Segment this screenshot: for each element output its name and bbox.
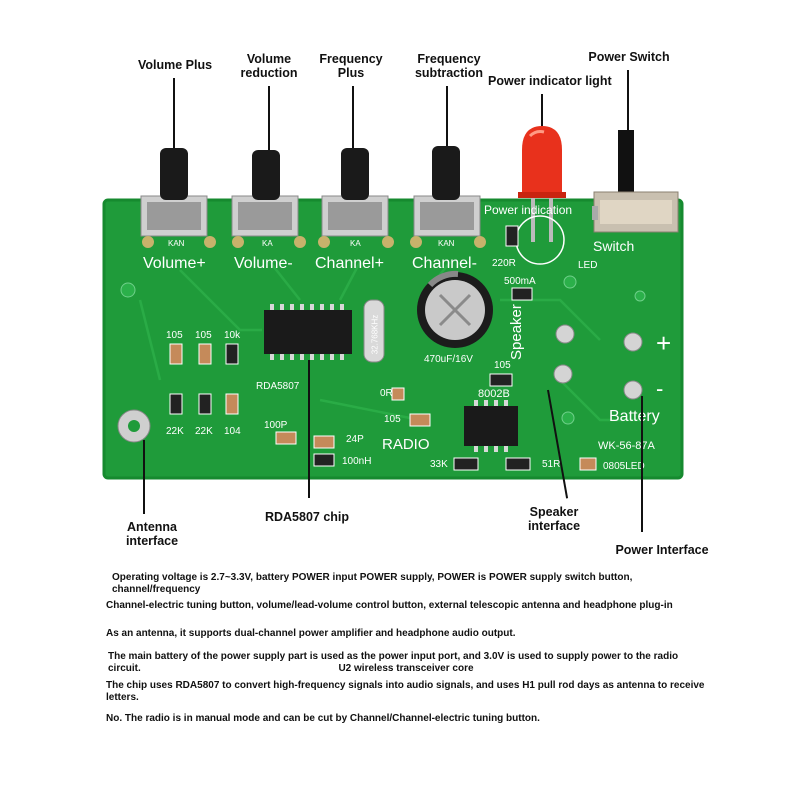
pcb-board xyxy=(104,200,682,478)
volume-plus-switch xyxy=(140,148,216,248)
amp-8002b-ic xyxy=(464,400,518,452)
callout-power-indicator-light: Power indicator light xyxy=(488,74,612,88)
lead-power-interface xyxy=(641,396,643,532)
description-line: The chip uses RDA5807 to convert high-fr… xyxy=(106,680,705,691)
tact-buttons xyxy=(140,146,486,248)
lead-volume-reduction xyxy=(268,86,270,150)
lead-rda5807 xyxy=(308,360,310,498)
capacitor-470uf xyxy=(417,270,493,348)
power-led xyxy=(515,126,566,265)
description-line: No. The radio is in manual mode and can … xyxy=(106,713,540,724)
callout-volume-plus: Volume Plus xyxy=(137,58,213,72)
volume-minus-switch xyxy=(231,150,306,248)
channel-minus-switch xyxy=(410,146,486,248)
callout-rda5807-chip: RDA5807 chip xyxy=(264,510,350,524)
description-line: letters. xyxy=(106,692,139,703)
lead-power-indicator xyxy=(541,94,543,126)
description-line: As an antenna, it supports dual-channel … xyxy=(106,628,516,639)
description-line: Channel-electric tuning button, volume/l… xyxy=(106,600,673,611)
lead-power-switch xyxy=(627,70,629,130)
description-line: U2 wireless transceiver core xyxy=(338,663,474,674)
rda5807-ic xyxy=(264,299,385,363)
callout-power-switch: Power Switch xyxy=(588,50,670,64)
callout-power-interface: Power Interface xyxy=(615,543,709,557)
smd-components xyxy=(169,225,597,471)
lead-frequency-plus xyxy=(352,86,354,148)
power-slide-switch xyxy=(592,130,679,233)
lead-volume-plus xyxy=(173,78,175,148)
channel-plus-switch xyxy=(318,148,394,248)
lead-antenna xyxy=(143,440,145,514)
solder-pads xyxy=(117,324,643,443)
description-line: The main battery of the power supply par… xyxy=(108,651,679,674)
lead-frequency-subtraction xyxy=(446,86,448,146)
description-line: Operating voltage is 2.7~3.3V, battery P… xyxy=(112,572,633,595)
